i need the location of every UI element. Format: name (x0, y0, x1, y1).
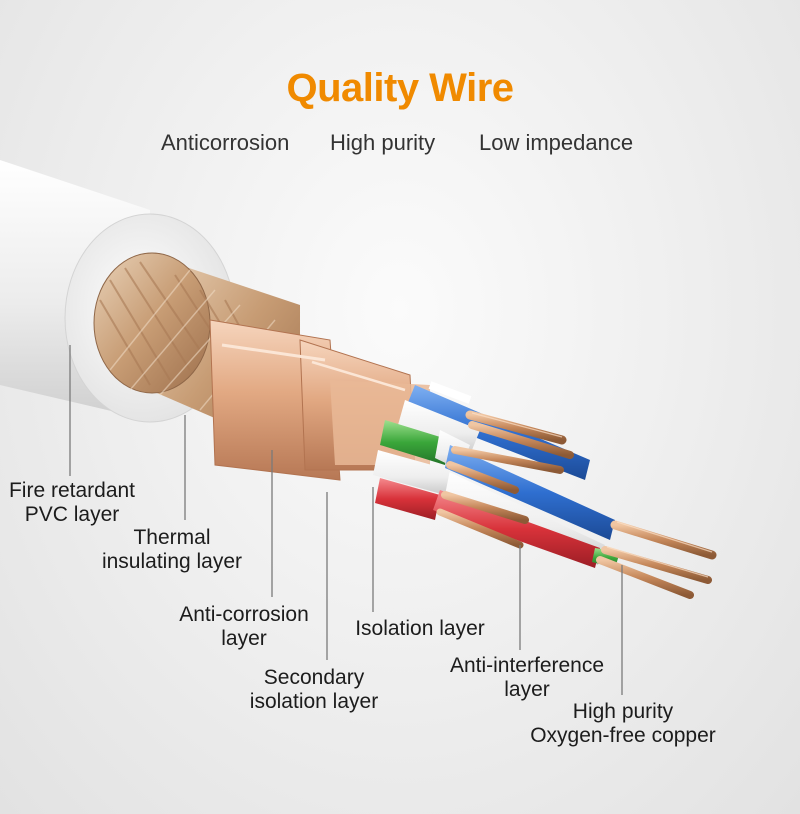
label-line: Fire retardant (8, 479, 136, 502)
label-line: Anti-interference (449, 654, 605, 677)
feature-anticorrosion: Anticorrosion (161, 130, 290, 155)
copper-strands (436, 410, 717, 599)
feature-low-impedance: Low impedance (479, 130, 634, 155)
label-fire-retardant: Fire retardant PVC layer (2, 479, 142, 527)
label-line: PVC layer (24, 503, 120, 526)
label-thermal: Thermal insulating layer (92, 526, 252, 574)
label-line: layer (504, 678, 550, 701)
label-line: Anti-corrosion (179, 603, 309, 626)
label-line: Isolation layer (355, 617, 485, 640)
label-line: layer (221, 627, 267, 650)
label-line: isolation layer (249, 690, 379, 713)
label-isolation: Isolation layer (345, 617, 495, 641)
label-anti-interference: Anti-interference layer (438, 654, 616, 702)
feature-high-purity: High purity (330, 130, 436, 155)
leader-lines (69, 345, 623, 695)
label-line: Secondary (263, 666, 365, 689)
label-line: Thermal (133, 526, 211, 549)
label-line: High purity (572, 700, 674, 723)
page-title: Quality Wire (286, 66, 514, 110)
label-oxygen-free-copper: High purity Oxygen-free copper (520, 700, 726, 748)
conductor-bundle (373, 381, 620, 568)
label-secondary-isolation: Secondary isolation layer (240, 666, 388, 714)
label-anti-corrosion: Anti-corrosion layer (168, 603, 320, 651)
label-line: insulating layer (101, 550, 243, 573)
label-line: Oxygen-free copper (530, 724, 716, 747)
feature-list: Anticorrosion High purity Low impedance (0, 130, 800, 160)
